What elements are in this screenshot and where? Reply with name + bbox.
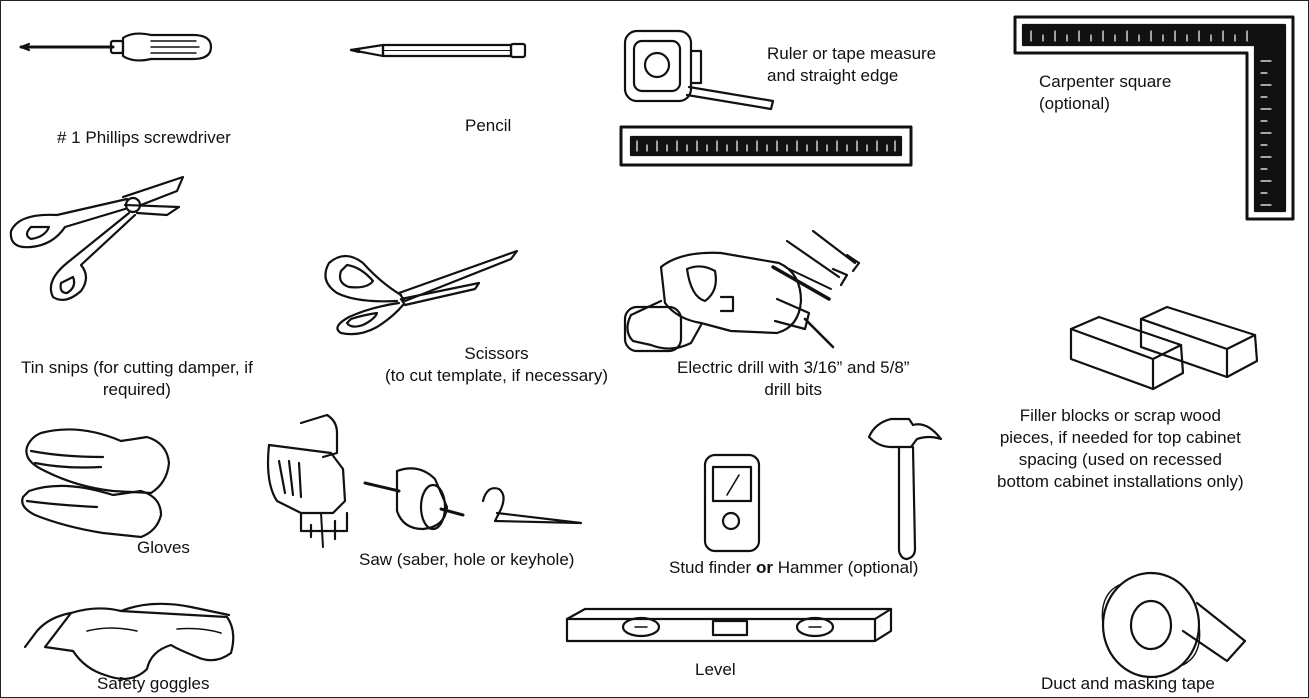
ruler-label: Ruler or tape measure and straight edge xyxy=(767,44,937,85)
saw-label: Saw (saber, hole or keyhole) xyxy=(359,550,575,569)
pencil-icon xyxy=(349,42,527,59)
level-label: Level xyxy=(695,660,736,679)
tape-measure-icon xyxy=(623,29,775,111)
filler-blocks-label: Filler blocks or scrap wood pieces, if n… xyxy=(997,406,1244,491)
keyhole-saw-icon xyxy=(481,487,583,525)
carpenter-square-icon xyxy=(1013,15,1295,221)
tin-snips-label: Tin snips (for cutting damper, if requir… xyxy=(21,358,253,399)
hole-saw-icon xyxy=(363,467,465,531)
hammer-text: Hammer (optional) xyxy=(777,558,919,577)
safety-goggles-label: Safety goggles xyxy=(97,674,210,693)
level-icon xyxy=(565,607,893,643)
hammer-icon xyxy=(867,417,943,561)
tin-snips-icon xyxy=(9,175,185,302)
or-text: or xyxy=(755,558,773,577)
duct-tape-label: Duct and masking tape xyxy=(1041,674,1215,693)
duct-tape-icon xyxy=(1101,571,1247,679)
pencil-label: Pencil xyxy=(465,116,512,135)
scissors-icon xyxy=(324,249,519,336)
carpenter-square-label: Carpenter square (optional) xyxy=(1039,72,1172,113)
stud-finder-icon xyxy=(703,453,761,553)
stud-finder-text: Stud finder xyxy=(669,558,752,577)
screwdriver-label: # 1 Phillips screwdriver xyxy=(57,128,231,147)
filler-blocks-icon xyxy=(1069,305,1259,391)
saber-saw-icon xyxy=(266,413,349,548)
safety-goggles-icon xyxy=(23,602,235,680)
scissors-label: Scissors (to cut template, if necessary) xyxy=(385,344,608,385)
drill-icon xyxy=(623,229,861,353)
straight-edge-icon xyxy=(619,125,913,167)
screwdriver-icon xyxy=(19,32,213,62)
stud-finder-hammer-label: Stud finder or Hammer (optional) xyxy=(669,557,918,579)
gloves-label: Gloves xyxy=(137,538,190,557)
drill-label: Electric drill with 3/16” and 5/8” drill… xyxy=(677,358,910,399)
gloves-icon xyxy=(21,428,171,539)
